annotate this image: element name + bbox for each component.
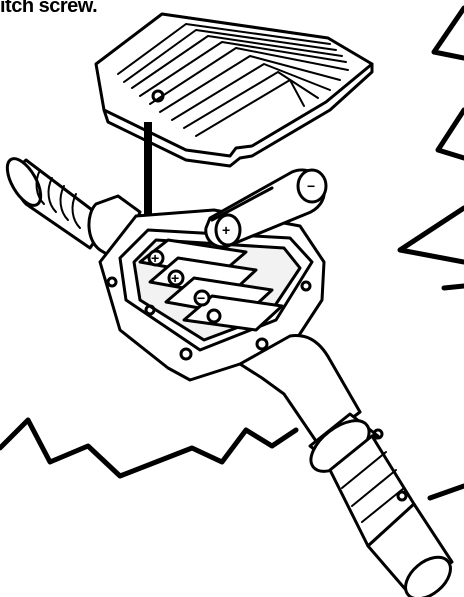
battery-minus-mark-2: −	[307, 178, 315, 194]
battery-minus-mark-1: −	[197, 290, 205, 306]
battery-plus-mark-2: +	[171, 270, 179, 286]
lower-handle	[240, 336, 458, 597]
battery-plus-mark-1: +	[151, 250, 159, 266]
battery-cover	[96, 14, 372, 166]
battery-plus-mark-3: +	[222, 222, 230, 238]
